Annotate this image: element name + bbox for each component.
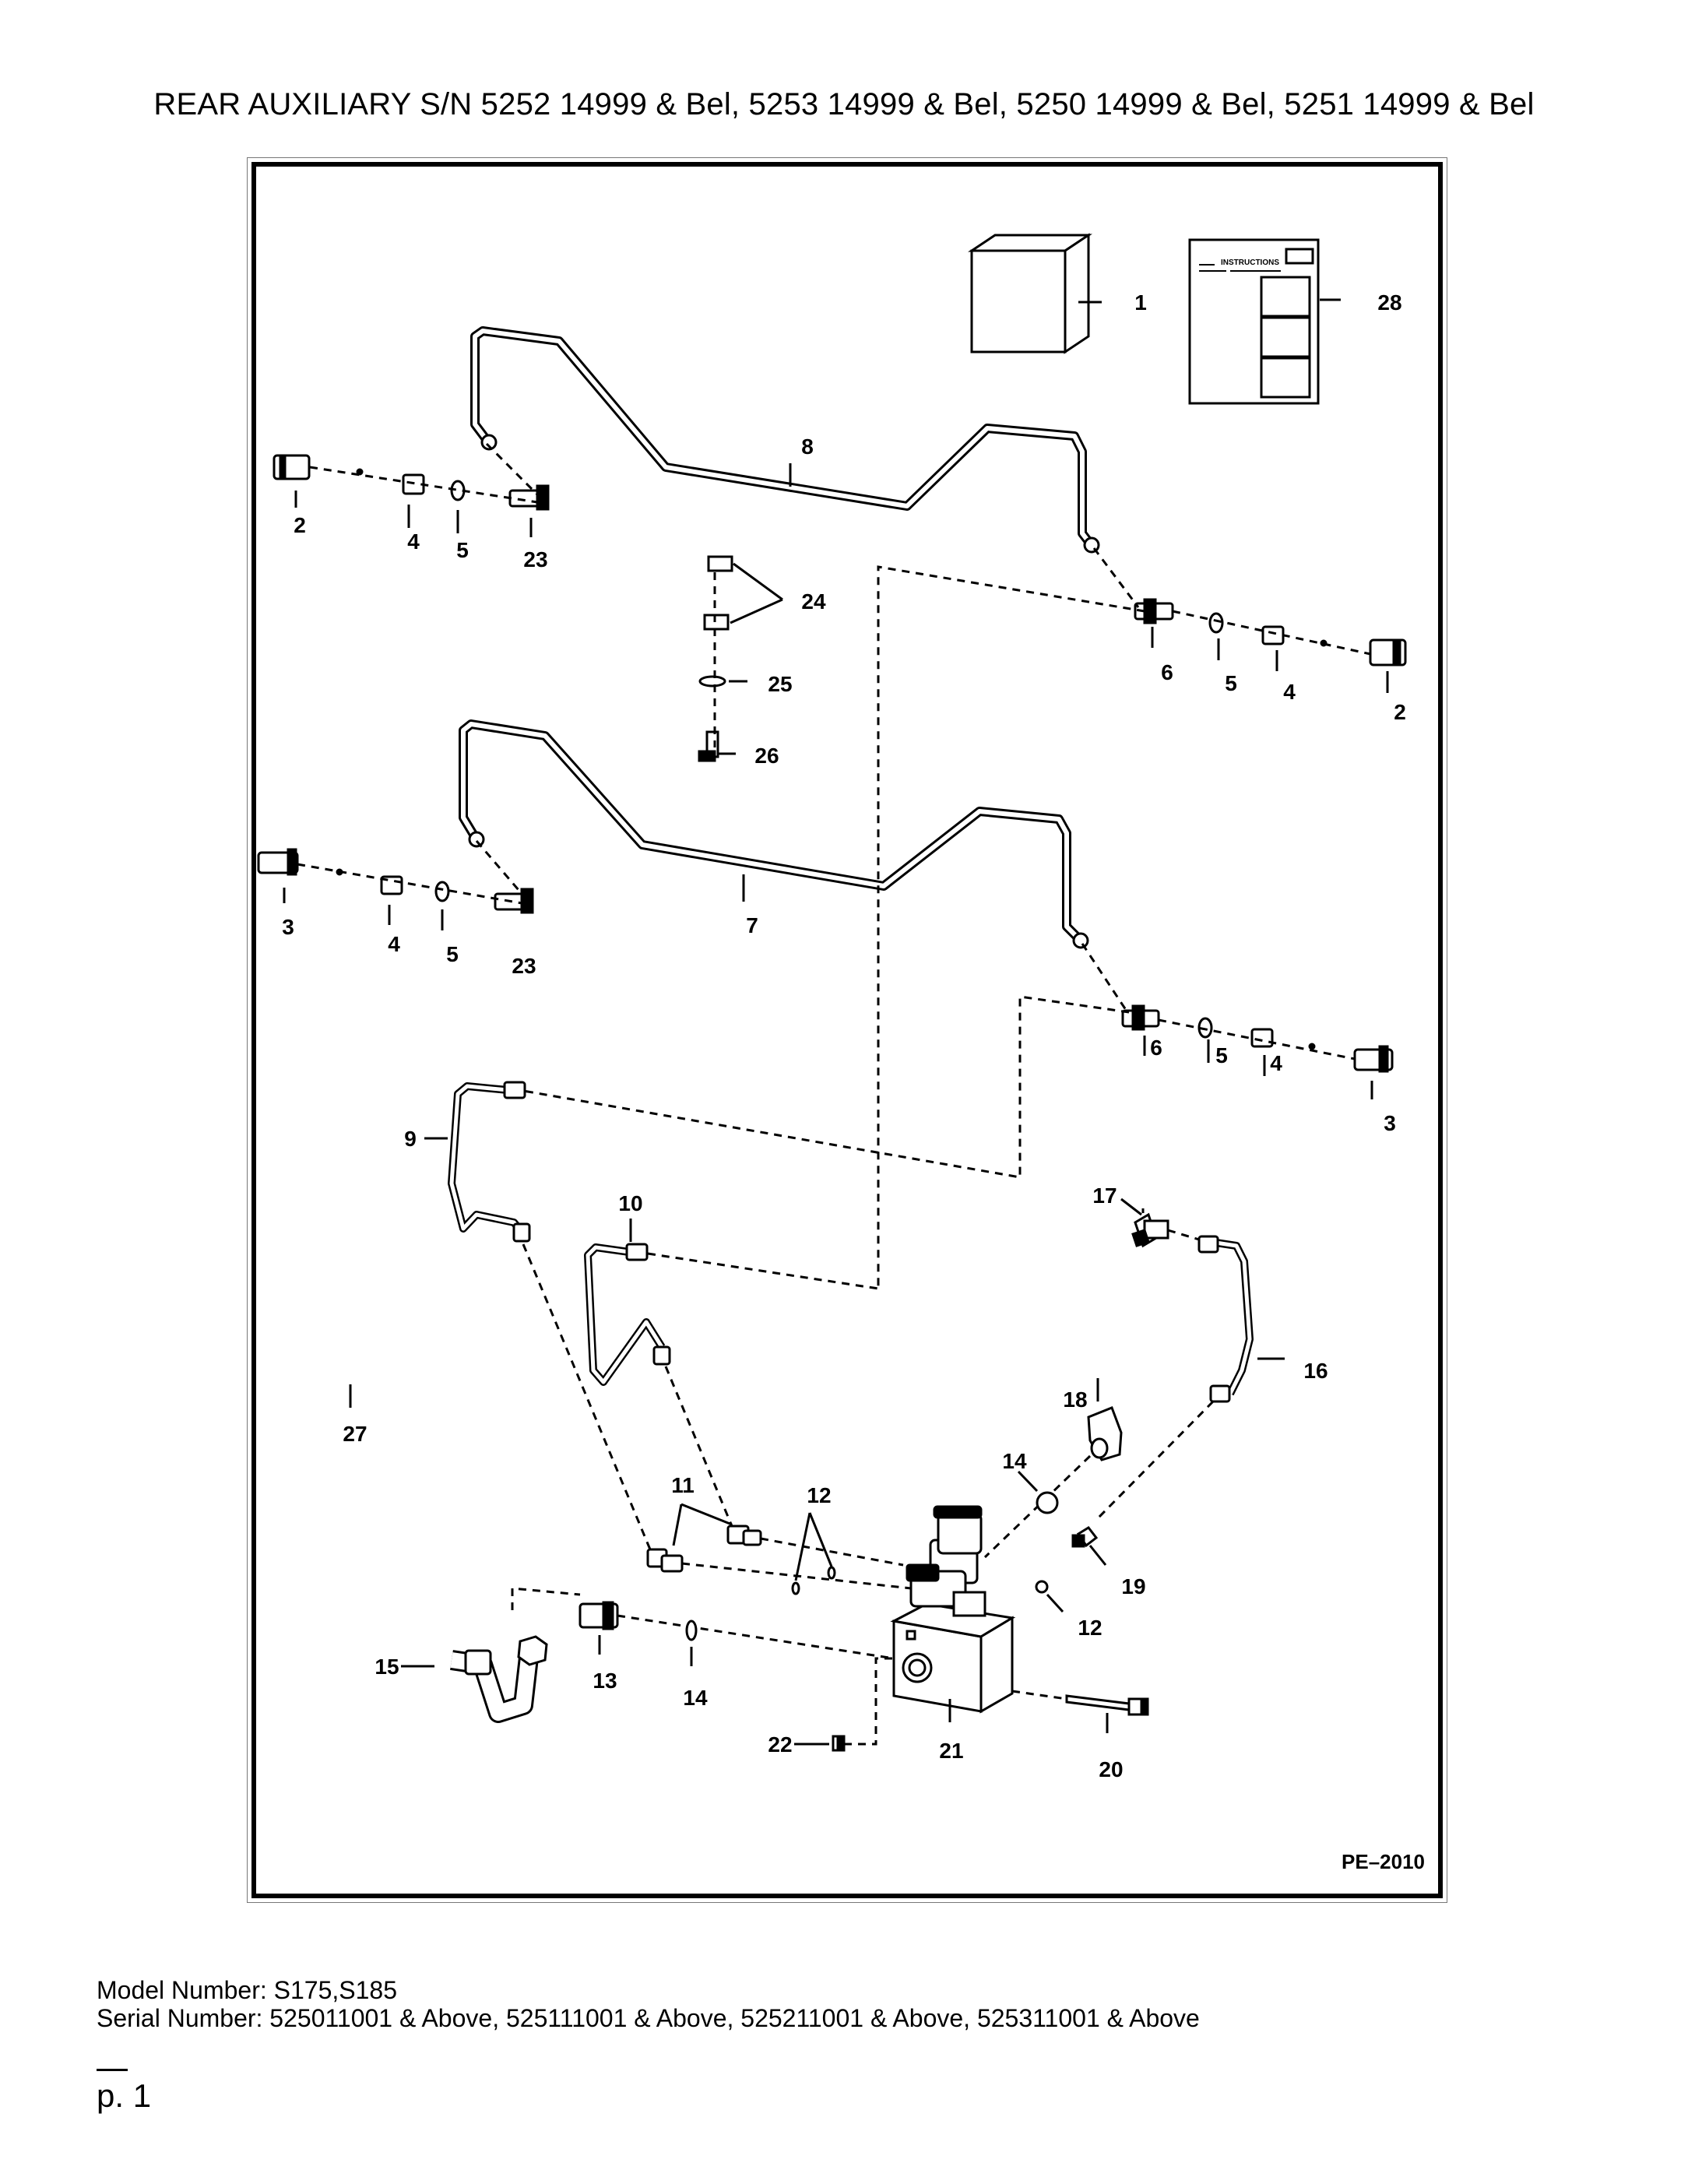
nut-22: [794, 1657, 894, 1752]
callout-23: 23: [523, 547, 547, 571]
callout-13: 13: [593, 1669, 617, 1693]
page-number: p. 1: [97, 2077, 152, 2114]
callout-7: 7: [746, 913, 758, 937]
callout-27: 27: [343, 1422, 367, 1446]
callout-5: 5: [1225, 671, 1237, 695]
page-number-rule: [97, 2069, 128, 2071]
adapter-13: [578, 1601, 895, 1660]
fitting-row-upper-right: [877, 547, 1407, 1289]
callout-23: 23: [512, 954, 536, 978]
page-title: REAR AUXILIARY S/N 5252 14999 & Bel, 525…: [153, 87, 1535, 121]
bolt-20: [1011, 1690, 1149, 1716]
fitting-19: [1071, 1526, 1107, 1566]
o-rings-12: [791, 1512, 1049, 1595]
callout-5: 5: [456, 538, 469, 562]
model-number-line: Model Number: S175,S185: [97, 1976, 397, 2004]
hydraulic-tube-15: [450, 1587, 581, 1723]
callout-4: 4: [407, 529, 420, 554]
elbow-fitting-18: [983, 1406, 1123, 1559]
figure-code: PE–2010: [1342, 1850, 1425, 1873]
callout-15: 15: [375, 1655, 399, 1679]
callout-14: 14: [1002, 1449, 1027, 1473]
callout-20: 20: [1099, 1757, 1123, 1781]
callout-24: 24: [801, 589, 826, 614]
callout-26: 26: [754, 744, 779, 768]
instructions-sheet: [1188, 238, 1320, 405]
callout-3: 3: [282, 915, 294, 939]
callout-5: 5: [446, 942, 459, 966]
clamp-hardware: [698, 555, 783, 762]
fitting-row-lower-right: [509, 943, 1394, 1179]
kit-box: [968, 233, 1092, 354]
callout-21: 21: [939, 1739, 963, 1763]
hydraulic-tube-10: [584, 1243, 879, 1527]
callout-10: 10: [618, 1191, 642, 1215]
hydraulic-tube-16: [1096, 1229, 1254, 1520]
callout-18: 18: [1063, 1387, 1087, 1412]
callout-11: 11: [671, 1473, 695, 1497]
callout-3: 3: [1384, 1111, 1396, 1135]
hydraulic-tube-7: [459, 719, 1089, 949]
callout-2: 2: [294, 513, 306, 537]
callout-12: 12: [1078, 1616, 1102, 1640]
callout-5: 5: [1215, 1043, 1228, 1067]
o-ring-14-upper: [1017, 1470, 1059, 1514]
callout-12: 12: [807, 1483, 831, 1507]
callout-19: 19: [1121, 1574, 1145, 1598]
callout-14: 14: [683, 1686, 708, 1710]
callout-8: 8: [801, 434, 814, 459]
callout-1: 1: [1134, 290, 1147, 315]
callout-16: 16: [1303, 1359, 1328, 1383]
callout-28: 28: [1377, 290, 1401, 315]
fitting-row-upper-left: [273, 442, 550, 511]
elbow-fittings-11: [646, 1503, 912, 1590]
valve-block: [890, 1505, 1016, 1714]
instructions-header-text: INSTRUCTIONS: [1221, 258, 1279, 267]
callout-25: 25: [768, 672, 792, 696]
callout-22: 22: [768, 1732, 792, 1757]
exploded-parts-diagram: 1 28 8 2 4 5 23 24 25 26 6 5 4 2 3 4 5 2…: [257, 233, 1425, 1873]
hydraulic-tube-9: [448, 1081, 652, 1550]
callout-2: 2: [1394, 700, 1406, 724]
callout-17: 17: [1092, 1183, 1117, 1208]
callout-4: 4: [1270, 1051, 1282, 1075]
callout-6: 6: [1150, 1036, 1162, 1060]
callout-9: 9: [404, 1127, 417, 1151]
callout-4: 4: [1283, 680, 1296, 704]
callout-4: 4: [388, 932, 400, 956]
serial-number-line: Serial Number: 525011001 & Above, 525111…: [97, 2004, 1200, 2032]
diagram-frame: [251, 162, 1443, 1898]
fitting-row-lower-left: [257, 840, 534, 914]
tee-fitting-17: [1120, 1198, 1169, 1248]
diagram-frame-outer: [247, 157, 1447, 1903]
hydraulic-tube-8: [470, 326, 1100, 554]
callout-6: 6: [1161, 660, 1173, 684]
